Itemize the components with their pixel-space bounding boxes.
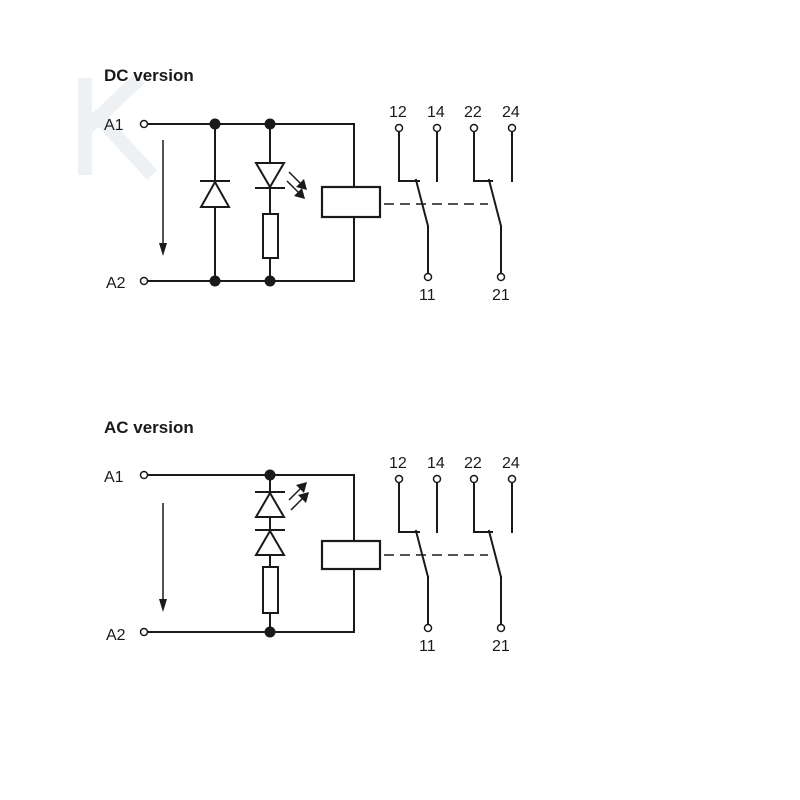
ac-terminal-a2-label: A2 (106, 627, 126, 644)
dc-terminal-12-label: 12 (389, 104, 407, 121)
dc-terminal-22 (469, 123, 479, 133)
dc-terminal-12 (394, 123, 404, 133)
dc-terminal-24 (507, 123, 517, 133)
dc-terminal-a1 (139, 119, 149, 129)
dc-terminal-a2 (139, 276, 149, 286)
dc-terminal-22-label: 22 (464, 104, 482, 121)
ac-bottom-rail (147, 568, 355, 633)
dc-junction-dot (209, 275, 221, 287)
ac-relay-coil (320, 539, 382, 571)
dc-contact-2: 22 24 21 (464, 104, 520, 304)
ac-terminal-11 (423, 623, 433, 633)
dc-junction-dot (209, 118, 221, 130)
dc-terminal-14-label: 14 (427, 104, 445, 121)
ac-terminal-a2 (139, 627, 149, 637)
dc-relay-coil (320, 185, 382, 219)
ac-top-rail (147, 474, 355, 542)
ac-contact-2: 22 24 21 (464, 455, 520, 655)
dc-terminal-a2-label: A2 (106, 275, 126, 292)
ac-terminal-24 (507, 474, 517, 484)
dc-terminal-21-label: 21 (492, 287, 510, 304)
ac-terminal-21 (496, 623, 506, 633)
dc-terminal-a1-label: A1 (104, 117, 124, 134)
ac-terminal-12-label: 12 (389, 455, 407, 472)
ac-terminal-24-label: 24 (502, 455, 520, 472)
dc-top-rail (147, 123, 355, 188)
ac-terminal-21-label: 21 (492, 638, 510, 655)
dc-voltage-arrow (159, 140, 167, 256)
dc-junction-dot (264, 118, 276, 130)
dc-bottom-rail (147, 216, 355, 282)
ac-terminal-14-label: 14 (427, 455, 445, 472)
dc-terminal-21 (496, 272, 506, 282)
dc-version-diagram: DC version A1 A2 (104, 66, 520, 304)
ac-terminal-a1 (139, 470, 149, 480)
dc-freewheel-diode (199, 123, 231, 282)
dc-version-title: DC version (104, 66, 194, 85)
ac-junction-dot (264, 626, 276, 638)
ac-voltage-arrow (159, 503, 167, 612)
ac-terminal-14 (432, 474, 442, 484)
ac-junction-dot (264, 469, 276, 481)
ac-version-diagram: AC version A1 A2 (104, 418, 520, 655)
dc-junction-dot (264, 275, 276, 287)
ac-rectifier-diode (254, 529, 286, 556)
dc-terminal-14 (432, 123, 442, 133)
ac-terminal-12 (394, 474, 404, 484)
ac-terminal-22-label: 22 (464, 455, 482, 472)
dc-terminal-11 (423, 272, 433, 282)
ac-resistor (262, 566, 279, 614)
ac-contact-1: 12 14 11 (389, 455, 445, 655)
dc-led-indicator (254, 123, 307, 282)
dc-contact-1: 12 14 11 (389, 104, 445, 304)
dc-resistor (262, 213, 279, 259)
watermark-logo (78, 72, 158, 180)
ac-terminal-22 (469, 474, 479, 484)
dc-terminal-24-label: 24 (502, 104, 520, 121)
dc-terminal-11-label: 11 (419, 287, 436, 304)
ac-version-title: AC version (104, 418, 194, 437)
ac-terminal-a1-label: A1 (104, 469, 124, 486)
ac-terminal-11-label: 11 (419, 638, 436, 655)
